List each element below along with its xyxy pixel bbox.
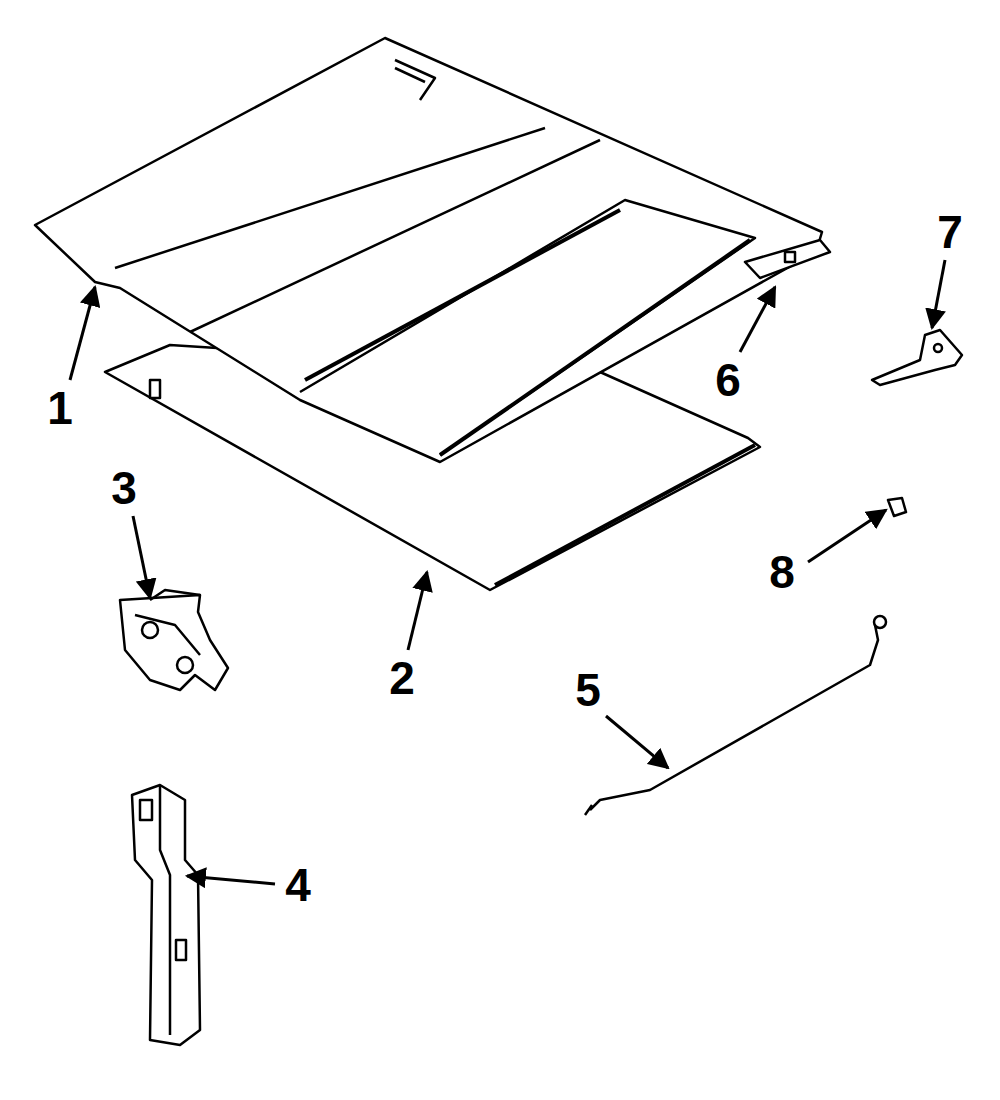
callout-number: 1 (47, 385, 73, 431)
callout-number: 2 (389, 655, 415, 701)
callout-number: 3 (111, 465, 137, 511)
callout-number: 4 (285, 862, 311, 908)
callout-number: 5 (575, 667, 601, 713)
callout-number: 8 (769, 549, 795, 595)
callout-number: 7 (937, 209, 963, 255)
callout-number: 6 (715, 357, 741, 403)
